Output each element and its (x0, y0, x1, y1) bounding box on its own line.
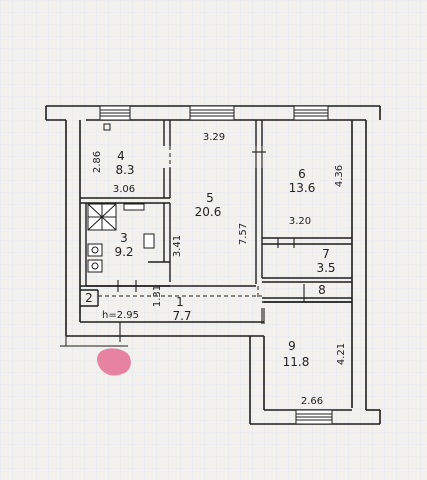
room-3-number: 3 (120, 231, 128, 245)
dim-corridor-width: 1.31 (152, 285, 163, 307)
bath-fixtures (87, 123, 155, 273)
room-6-number: 6 (298, 167, 306, 181)
room-3-area: 9.2 (114, 245, 133, 259)
outer-walls (45, 105, 381, 425)
dim-room4-height: 2.86 (92, 151, 103, 173)
room-8-number: 8 (318, 283, 326, 297)
dim-room9-height: 4.21 (336, 343, 347, 365)
room-7-number: 7 (322, 247, 330, 261)
doors (79, 146, 305, 342)
dim-room5-length: 7.57 (238, 223, 249, 245)
windows (99, 105, 333, 425)
room-9-number: 9 (288, 339, 296, 353)
dim-room9-width: 2.66 (301, 396, 323, 407)
dim-room3-height: 3.41 (172, 235, 183, 257)
dim-room5-width: 3.29 (203, 132, 225, 143)
shaft-vent (87, 203, 117, 231)
room-1-area: 7.7 (172, 309, 191, 323)
dashed-boundaries (98, 146, 262, 298)
room-4-area: 8.3 (115, 163, 134, 177)
dim-room6-width: 3.20 (289, 216, 311, 227)
room-6-area: 13.6 (289, 181, 316, 195)
ink-smudge (97, 348, 131, 376)
entry-mark (60, 336, 128, 347)
room-4-number: 4 (117, 149, 125, 163)
room-5-number: 5 (206, 191, 214, 205)
room-9-area: 11.8 (283, 355, 310, 369)
dim-room4-width: 3.06 (113, 184, 135, 195)
room-5-area: 20.6 (195, 205, 222, 219)
room-2-number: 2 (85, 291, 93, 305)
room-7-area: 3.5 (316, 261, 335, 275)
room-1-number: 1 (176, 295, 184, 309)
dim-room6-height: 4.36 (334, 165, 345, 187)
interior-walls (80, 120, 352, 307)
ceiling-height: h=2.95 (102, 310, 139, 321)
